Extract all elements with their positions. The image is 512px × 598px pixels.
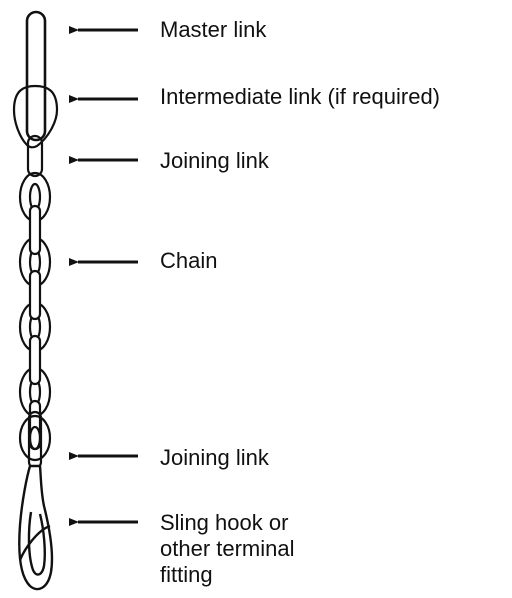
joining-link-bottom-label: Joining link <box>160 445 269 470</box>
terminal-fitting-label-line-3: fitting <box>160 562 213 587</box>
intermediate-link-label: Intermediate link (if required) <box>160 84 441 109</box>
master-link-shape <box>25 10 47 142</box>
terminal-fitting-label-line-2: other terminal <box>160 536 295 561</box>
terminal-fitting-label-line-1: Sling hook or <box>160 510 289 535</box>
chain-label: Chain <box>160 248 218 273</box>
terminal-fitting-label: Sling hook or other terminal fitting <box>160 510 295 588</box>
sling-hook-shape <box>18 464 54 591</box>
joining-link-top-shape <box>26 134 44 178</box>
joining-link-top-label: Joining link <box>160 148 269 173</box>
master-link-label: Master link <box>160 17 267 42</box>
intermediate-link-shape <box>12 84 59 149</box>
chain-links <box>18 171 52 451</box>
